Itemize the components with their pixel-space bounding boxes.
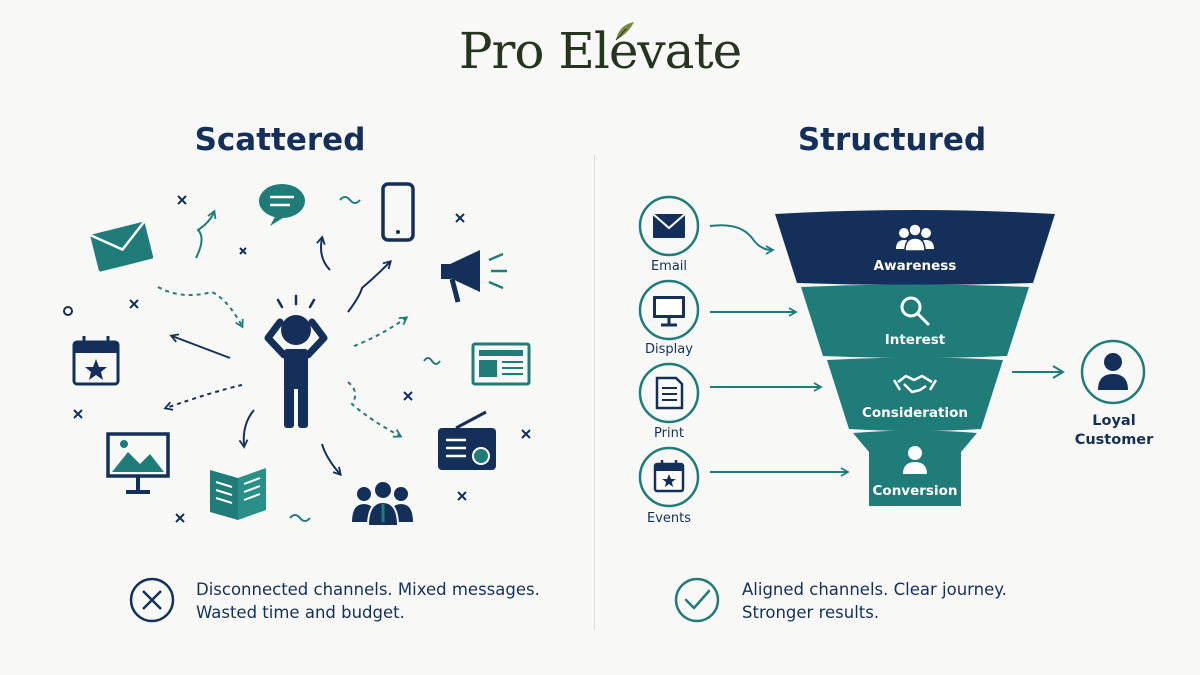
leaf-icon [615,22,634,41]
channel-label-display: Display [645,342,693,357]
scattered-caption-line2: Wasted time and budget. [196,603,405,622]
funnel [775,210,1055,506]
funnel-stage-consideration [827,357,1003,431]
x-circle-icon [129,577,175,623]
structured-caption-line1: Aligned channels. Clear journey. [742,580,1007,599]
handshake-icon [892,374,938,394]
document-icon [655,376,684,410]
brand-wordmark: Pro Elevate [458,22,742,80]
loyal-line2: Customer [1074,432,1154,448]
calendar-icon [653,460,685,493]
channel-print [638,362,700,424]
megaphone-icon [441,250,507,303]
brand-logo: Pro Elevate [0,22,1200,80]
decorative-marks [63,195,531,523]
channel-email [638,195,700,257]
loyal-customer-label: Loyal Customer [1062,412,1166,450]
loyal-line1: Loyal [1092,413,1136,429]
stage-label-interest: Interest [884,332,946,348]
structured-title: Structured [797,122,987,158]
radio-icon [438,410,496,470]
loyal-customer-icon [1080,339,1146,405]
channel-label-print: Print [654,426,684,441]
structured-caption-line2: Stronger results. [742,603,880,622]
chat-bubble-icon [259,184,305,226]
brochure-icon [210,468,266,520]
stage-label-consideration: Consideration [861,405,968,421]
scattered-title: Scattered [194,122,366,158]
stage-label-conversion: Conversion [872,483,958,499]
check-circle-icon [674,577,720,623]
billboard-icon [106,432,170,494]
stage-label-awareness: Awareness [873,258,957,274]
smartphone-icon [381,182,415,242]
structured-caption: Aligned channels. Clear journey. Stronge… [742,578,1007,624]
channel-events [638,446,700,508]
scattered-caption-line1: Disconnected channels. Mixed messages. [196,580,540,599]
person-icon [903,446,927,474]
channel-display [638,279,700,341]
search-icon [900,296,930,326]
channel-label-events: Events [646,511,691,526]
channel-arrows [709,224,1065,477]
calendar-icon [72,336,120,386]
center-divider [594,155,595,630]
people-icon [896,223,934,252]
envelope-icon [652,213,686,238]
newspaper-icon [471,342,531,386]
group-icon [352,480,413,527]
channel-label-email: Email [650,259,688,274]
stressed-person-icon [264,294,328,428]
scattered-caption: Disconnected channels. Mixed messages. W… [196,578,540,624]
scattered-arrows [157,209,409,477]
envelope-icon [89,220,154,272]
funnel-stage-interest [801,284,1029,358]
monitor-icon [653,296,685,327]
